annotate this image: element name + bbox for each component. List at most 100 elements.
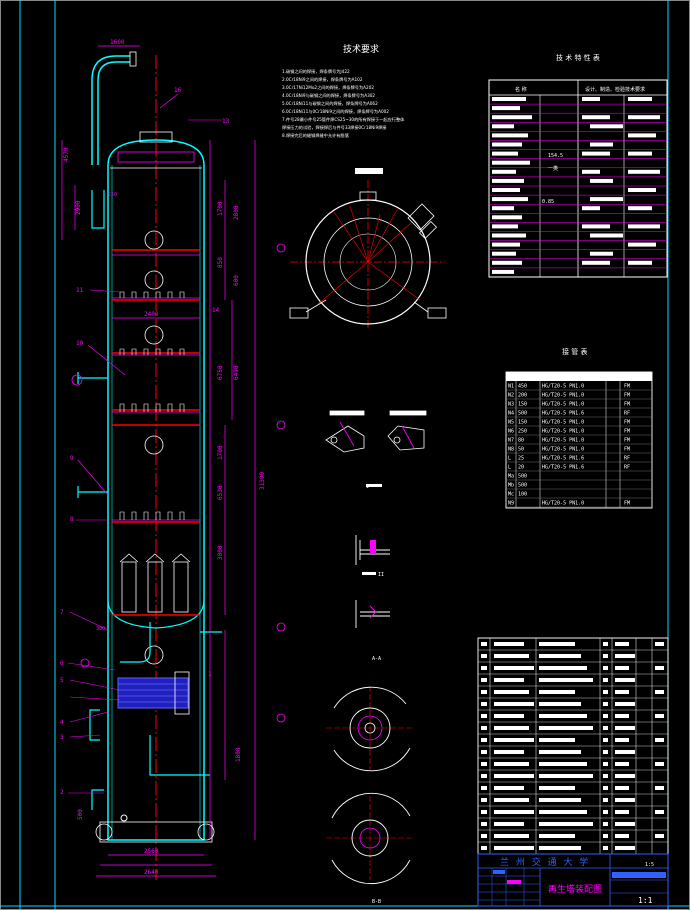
dim-6750: 6750 [217,365,224,380]
parts-row-qty [603,786,608,790]
nozzle-dn: 80 [518,438,524,444]
nozzle-dn: 250 [518,429,527,435]
parts-row-index [481,666,487,670]
tech-req-5: 5.0Cr18Ni11与碳钢之间的焊接，焊条牌号为A062 [282,100,378,107]
parts-row-material [615,786,629,790]
plan-view [289,168,447,330]
char-cell-note [628,133,656,138]
char-cell-name [492,197,528,202]
nozzle-dn: 450 [518,384,527,390]
nozzle-dn: 150 [518,402,527,408]
nozzle-tag: Ma [508,474,514,480]
parts-row-weight [655,690,664,694]
parts-row-material [615,774,635,778]
char-cell-name [492,251,516,256]
nozzle-dn: 500 [518,411,527,417]
parts-row-name [539,642,575,646]
char-cell-note [628,169,660,174]
nozzle-face: FM [624,420,630,426]
nozzle-standard: HG/T20-5 PN1.0 [542,447,584,453]
parts-row-weight [655,810,664,814]
char-cell-value [582,224,610,229]
detail-section-iii [355,600,390,628]
nozzle-dn: 150 [518,420,527,426]
sheet-number: 1:1 [638,896,653,905]
char-cell-name [492,169,516,174]
nozzle-tag: N9 [508,501,514,507]
section-bb-view [326,792,414,885]
parts-row-code [494,810,534,814]
callout-14: 14 [212,307,220,314]
char-cell-value [582,169,600,174]
parts-row-qty [603,702,608,706]
drawing-scale: 1:5 [645,862,654,868]
nozzle-standard: HG/T20-5 PN1.0 [542,393,584,399]
callout-leaders [67,93,222,794]
parts-row-material [615,846,635,850]
column-shell [107,139,205,841]
tech-requirements-list: 1.碳钢之间的焊接，焊条牌号为J422 2.0Cr18Ni9之间的焊接，焊条牌号… [282,68,405,139]
parts-row-qty [603,666,608,670]
parts-row-index [481,678,487,682]
char-cell-name [492,178,524,183]
parts-row-code [494,822,524,826]
characteristics-value-1: 154.5 [548,153,563,159]
section-aa-view [326,686,414,772]
nozzle-standard: HG/T20-5 PN1.6 [542,411,584,417]
risers [119,553,191,613]
parts-row-qty [603,822,608,826]
nozzle-standard: HG/T20-5 PN1.0 [542,501,584,507]
parts-row-code [494,714,524,718]
char-cell-value [590,142,613,147]
nozzle-tag: N7 [508,438,514,444]
parts-row-code [494,654,529,658]
parts-row-material [615,762,629,766]
nozzle-standard: HG/T20-5 PN1.6 [542,465,584,471]
dim-2900: 2900 [75,200,82,215]
char-cell-name [492,224,518,229]
parts-row-index [481,762,487,766]
nozzle-dn: 100 [518,492,527,498]
dim-1800: 1800 [235,747,242,762]
parts-row-material [615,738,629,742]
callout-2: 2 [60,789,64,796]
parts-row-material [615,810,629,814]
characteristics-value-3: 0.85 [542,199,554,205]
parts-row-qty [603,738,608,742]
char-cell-note [628,206,652,211]
char-cell-note [628,188,656,192]
parts-row-code [494,774,534,778]
nozzle-standard: HG/T20-5 PN1.0 [542,384,584,390]
parts-row-index [481,702,487,706]
side-nozzles [77,372,222,810]
nozzle-face: RF [624,465,630,471]
section-aa-label: A-A [372,656,381,662]
nozzle-dn: 25 [518,456,524,462]
parts-row-index [481,786,487,790]
nozzle-dn: 500 [518,474,527,480]
char-cell-name [492,142,522,147]
char-cell-value [590,251,613,256]
nozzle-face: FM [624,393,630,399]
dim-1700b: 1700 [217,445,224,460]
parts-row-name [539,678,593,682]
callout-6: 6 [60,660,64,667]
parts-row-material [615,822,635,826]
callout-10: 10 [76,340,84,347]
parts-row-qty [603,762,608,766]
reboiler-heater-bundle [117,677,189,709]
parts-row-qty [603,726,608,730]
parts-row-material [615,654,635,658]
char-cell-value [582,206,600,211]
nozzle-standard: HG/T20-5 PN1.0 [542,420,584,426]
parts-row-weight [655,738,664,742]
nozzle-dn: 500 [518,483,527,489]
nozzle-table-title: 接 管 表 [562,347,587,356]
dim-total-height: 31390 [259,472,266,490]
nozzle-face: FM [624,429,630,435]
characteristics-value-2: 一类 [548,165,558,172]
parts-row-name [539,666,587,670]
char-cell-note [628,151,652,156]
